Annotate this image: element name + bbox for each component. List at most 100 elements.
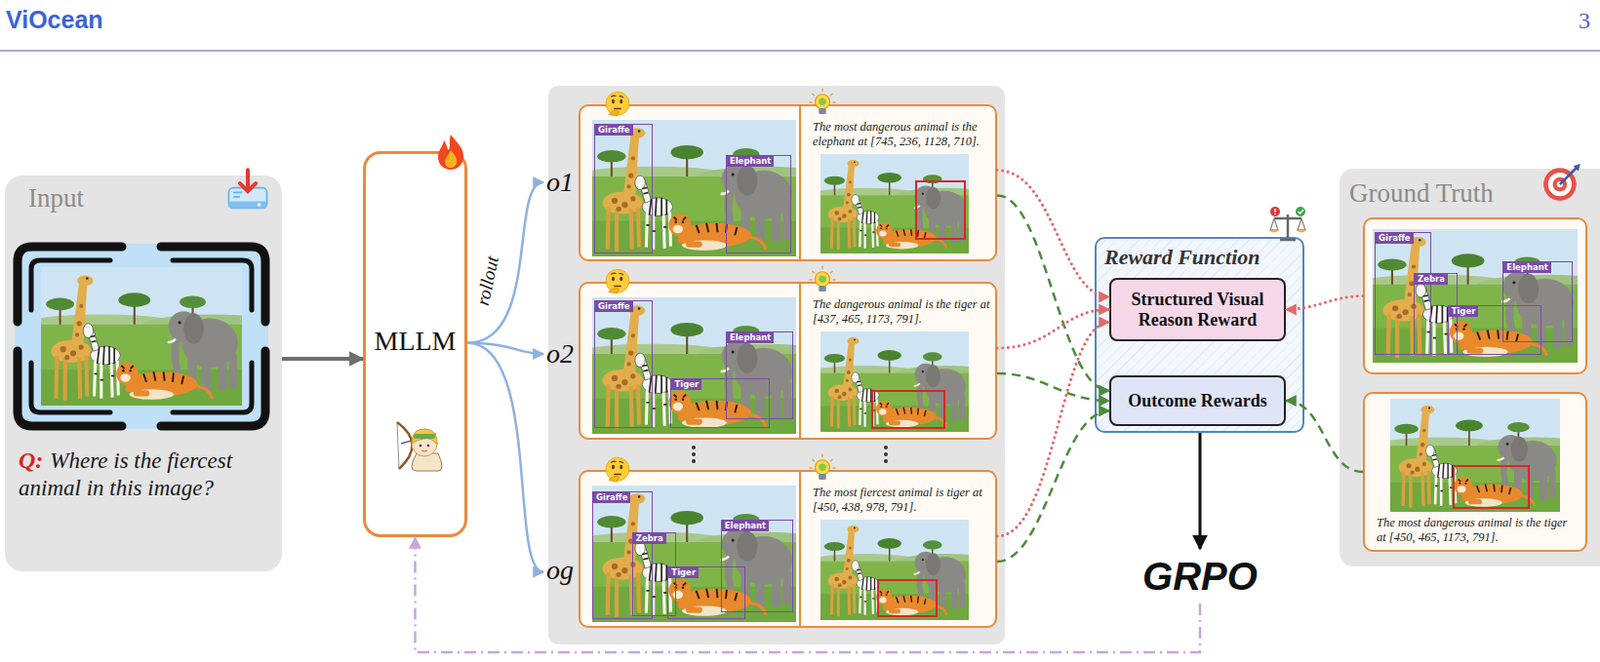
input-panel: InputQ:Where is the fiercest animal in t… (4, 175, 282, 572)
bounding-box: Elephant (725, 155, 792, 255)
question-text: Where is the fiercest animal in this ima… (18, 448, 233, 501)
text-slot: rollout (472, 254, 504, 308)
divider (799, 283, 801, 439)
question-marker: Q: (18, 447, 43, 474)
savanna-scene (820, 520, 969, 621)
panel-heading: Ground Truth (1349, 178, 1494, 209)
ground-truth-panel: Ground TruthGiraffeElephantZebraTigerThe… (1339, 168, 1600, 567)
connector (997, 170, 1110, 298)
rollout-output: ogGiraffeElephantZebraTigerThe most fier… (578, 470, 998, 629)
bounding-box: Giraffe (1374, 232, 1432, 356)
connector (467, 182, 544, 344)
bounding-box: Giraffe (594, 123, 653, 254)
connector (415, 537, 1201, 653)
text-slot: Ground Truth (1349, 178, 1494, 209)
savanna-scene (820, 520, 969, 621)
connector (1285, 296, 1363, 311)
target-icon (1543, 163, 1581, 201)
illustration: GiraffeElephantZebraTiger (592, 485, 797, 623)
answer-text: The most dangerous animal is the elephan… (812, 120, 991, 150)
savanna-scene (1390, 399, 1560, 513)
text-slot: 3 (1578, 7, 1591, 35)
box-tag: Giraffe (1375, 233, 1413, 244)
answer-box (1452, 465, 1529, 509)
text-slot: Q:Where is the fiercest animal in this i… (18, 446, 271, 503)
box-tag: Giraffe (595, 124, 633, 136)
connector (997, 373, 1110, 401)
text-slot: og (546, 555, 574, 587)
answer-text: The most fiercest animal is tiger at [45… (812, 485, 991, 516)
reward-function-box: Reward FunctionStructured Visual Reason … (1094, 237, 1305, 434)
ellipsis-dots (691, 445, 888, 464)
fire-icon (438, 134, 464, 170)
reward-name: Outcome Rewards (1127, 391, 1267, 412)
box-tag: Giraffe (593, 492, 631, 504)
text-slot: The most dangerous animal is the elephan… (812, 120, 991, 150)
connector (467, 343, 544, 573)
savanna-scene (592, 485, 797, 623)
savanna-scene (592, 297, 797, 435)
savanna-scene (1372, 229, 1578, 363)
text-slot: o1 (546, 166, 574, 199)
bulb-icon (809, 266, 837, 292)
savanna-scene (592, 485, 797, 623)
savanna-scene (1372, 229, 1578, 363)
illustration (820, 154, 969, 254)
answer-box (871, 390, 946, 430)
box-tag: Elephant (726, 156, 774, 167)
thinking-icon (605, 457, 630, 482)
reward-box: Outcome Rewards (1109, 375, 1286, 427)
divider (799, 472, 801, 627)
illustration (820, 331, 969, 433)
output-label: o2 (546, 338, 574, 370)
text-slot: Reward Function (1104, 244, 1261, 271)
text-slot: The dangerous animal is the tiger at [43… (812, 297, 991, 327)
reward-name: Structured Visual Reason Reward (1115, 289, 1280, 331)
illustration (820, 520, 969, 621)
bounding-box: Tiger (670, 378, 769, 430)
rollout-output: o2GiraffeElephantTigerThe dangerous anim… (578, 281, 998, 440)
text-slot: Input (28, 183, 84, 214)
answer-box (915, 180, 966, 240)
download-icon (228, 169, 267, 208)
ground-truth-image: GiraffeElephantZebraTiger (1362, 217, 1588, 375)
box-tag: Tiger (671, 379, 702, 391)
illustration: GiraffeElephantZebraTiger (1372, 229, 1578, 363)
text-slot: ViOcean (5, 5, 104, 35)
box-tag: Tiger (668, 567, 699, 579)
connector (467, 343, 544, 355)
bounding-box: Elephant (1502, 261, 1572, 344)
edge-note: rollout (472, 254, 504, 308)
reward-box: Structured Visual Reason Reward (1109, 278, 1286, 342)
answer-text: The most dangerous animal is the tiger a… (1376, 516, 1574, 546)
answer-text: The dangerous animal is the tiger at [43… (812, 297, 991, 327)
answer-box (877, 579, 938, 618)
savanna-scene (820, 154, 969, 254)
box-tag: Elephant (726, 332, 774, 344)
optimizer-name: GRPO (1142, 554, 1258, 600)
connector (281, 357, 363, 361)
bounding-box: Tiger (1447, 305, 1543, 356)
thinking-icon (605, 269, 630, 294)
illustration: Giraffe ElephantTiger (592, 297, 797, 435)
text-slot: The most fiercest animal is tiger at [45… (812, 485, 991, 516)
connector (1199, 433, 1202, 550)
savanna-scene (1390, 399, 1560, 513)
connector (997, 310, 1110, 350)
input-image-frame (10, 243, 282, 430)
rollout-panel (548, 85, 1005, 645)
savanna-scene (592, 120, 797, 257)
bounding-box: Tiger (667, 566, 745, 621)
divider (799, 106, 801, 260)
box-tag: Elephant (721, 520, 769, 532)
bounding-box: Elephant (725, 331, 794, 420)
savanna-scene (820, 331, 969, 433)
bounding-box: Giraffe (594, 300, 653, 430)
bulb-icon (809, 88, 837, 115)
text-slot: MLLM (365, 325, 465, 358)
thinking-icon (605, 91, 630, 117)
input-image (10, 267, 282, 406)
header-rule (0, 49, 1600, 52)
rollout-output: o1GiraffeElephantThe most dangerous anim… (578, 104, 998, 262)
